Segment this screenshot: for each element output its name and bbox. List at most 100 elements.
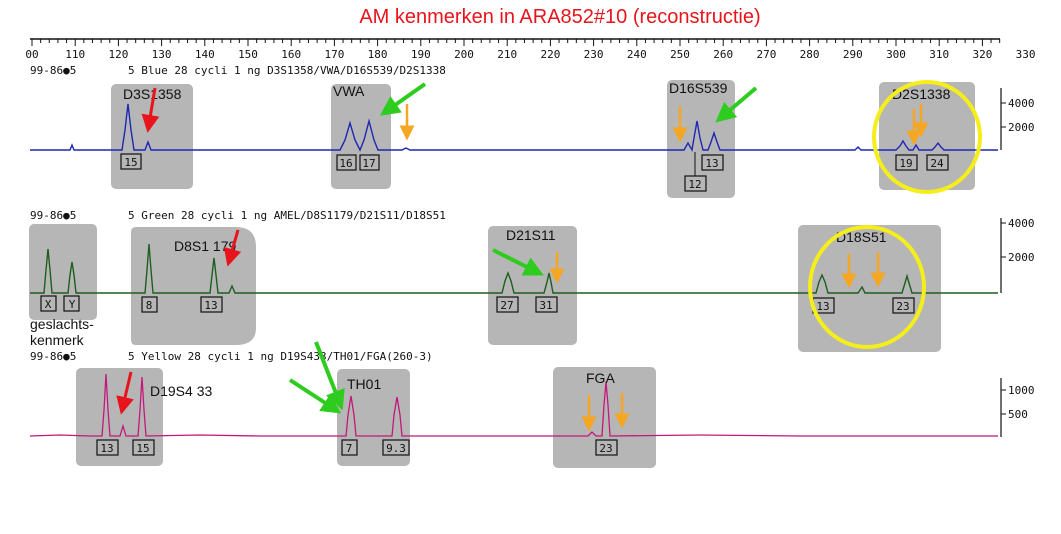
allele-box xyxy=(96,439,119,456)
axis-tick-label: 170 xyxy=(324,48,344,61)
red-arrow xyxy=(116,371,134,415)
green-arrow xyxy=(715,86,758,123)
figure-title: AM kenmerken in ARA852#10 (reconstructie… xyxy=(359,6,761,28)
allele-label: 23 xyxy=(896,300,909,313)
axis-tick-label: 250 xyxy=(670,48,690,61)
allele-call: 13 xyxy=(200,296,223,313)
allele-box xyxy=(892,297,915,314)
panel-yellow-id: 99-86●5 xyxy=(30,350,76,363)
locus-box-fga xyxy=(553,367,656,468)
locus-box-d21s11 xyxy=(488,226,577,345)
allele-label: 9.3 xyxy=(386,442,406,455)
scale-label: 2000 xyxy=(1008,251,1035,264)
scale-label: 1000 xyxy=(1008,384,1035,397)
axis-tick-label: 280 xyxy=(800,48,820,61)
scale-yellow: 1000 500 xyxy=(1000,378,1035,437)
allele-call: 12 xyxy=(684,152,707,192)
locus-label-d2s1338: D2S1338 xyxy=(892,86,951,102)
allele-label: 7 xyxy=(346,442,353,455)
panel-yellow: 99-86●5 5 Yellow 28 cycli 1 ng D19S433/T… xyxy=(29,350,1035,468)
allele-label: 31 xyxy=(539,299,552,312)
scale-blue: 4000 2000 xyxy=(1000,88,1035,150)
locus-label-d21s11: D21S11 xyxy=(506,227,556,243)
allele-call: X xyxy=(40,295,57,312)
allele-call: 23 xyxy=(892,297,915,314)
allele-label: X xyxy=(45,298,52,311)
locus-label-d3s1358: D3S1358 xyxy=(123,86,182,102)
green-arrow xyxy=(288,378,342,414)
locus-label-d19s433: D19S4 33 xyxy=(150,383,212,399)
allele-call: 31 xyxy=(535,296,558,313)
panel-blue-id: 99-86●5 xyxy=(30,64,76,77)
allele-box xyxy=(200,296,223,313)
allele-label: 23 xyxy=(599,442,612,455)
panel-yellow-header: 5 Yellow 28 cycli 1 ng D19S433/TH01/FGA(… xyxy=(128,350,433,363)
axis-tick-label: 140 xyxy=(195,48,215,61)
locus-label-th01: TH01 xyxy=(347,376,381,392)
axis-tick-label: 00 xyxy=(25,48,38,61)
allele-label: 19 xyxy=(899,157,912,170)
locus-label-d18s51: D18S51 xyxy=(836,229,887,245)
allele-call: 16 xyxy=(336,154,357,171)
locus-label-fga: FGA xyxy=(586,370,615,386)
trace-blue xyxy=(30,103,998,153)
allele-label: 17 xyxy=(362,157,375,170)
sex-marker-note-line1: geslachts- xyxy=(30,316,94,332)
scale-label: 2000 xyxy=(1008,121,1035,134)
allele-label: 16 xyxy=(339,157,352,170)
green-arrow xyxy=(492,248,544,276)
scale-green: 4000 2000 xyxy=(1000,217,1035,293)
highlight-circle-d2s1338 xyxy=(872,80,982,194)
allele-label: 13 xyxy=(705,157,718,170)
allele-label: 15 xyxy=(124,156,137,169)
axis-tick-label: 130 xyxy=(152,48,172,61)
allele-box xyxy=(595,439,618,456)
allele-box xyxy=(341,439,358,456)
allele-label: Y xyxy=(69,298,76,311)
allele-call: 15 xyxy=(132,439,155,456)
locus-label-d8s1179: D8S1 179 xyxy=(174,238,236,254)
red-arrow xyxy=(223,229,242,267)
green-arrow xyxy=(314,341,345,411)
allele-box xyxy=(132,439,155,456)
allele-call: 15 xyxy=(120,153,142,170)
axis-tick-label: 110 xyxy=(65,48,85,61)
axis-tick-label: 180 xyxy=(368,48,388,61)
allele-box xyxy=(120,153,142,170)
allele-call: 13 xyxy=(96,439,119,456)
locus-box-d3s1358 xyxy=(111,84,193,189)
allele-box xyxy=(382,439,410,456)
allele-label: 13 xyxy=(204,299,217,312)
allele-call: 23 xyxy=(595,439,618,456)
allele-label: 8 xyxy=(146,299,153,312)
axis-tick-label: 120 xyxy=(108,48,128,61)
allele-call: 27 xyxy=(496,296,519,313)
axis-tick-label: 200 xyxy=(454,48,474,61)
locus-box-vwa xyxy=(331,84,391,189)
allele-call: 24 xyxy=(926,154,949,171)
allele-box xyxy=(40,295,57,312)
axis-tick-label: 160 xyxy=(281,48,301,61)
allele-box xyxy=(701,154,724,171)
allele-call: Y xyxy=(63,295,80,312)
axis-tick-label: 220 xyxy=(540,48,560,61)
axis-tick-label: 310 xyxy=(929,48,949,61)
allele-call: 13 xyxy=(701,154,724,171)
annotation-arrows xyxy=(116,82,929,432)
axis-tick-label: 190 xyxy=(411,48,431,61)
allele-box xyxy=(535,296,558,313)
axis-tick-label: 330 xyxy=(1016,48,1036,61)
allele-box xyxy=(141,296,158,313)
trace-yellow xyxy=(29,373,998,437)
allele-call: 7 xyxy=(341,439,358,456)
axis-tick-label: 230 xyxy=(584,48,604,61)
allele-label: 13 xyxy=(816,300,829,313)
axis-tick-label: 270 xyxy=(756,48,776,61)
axis-ticks xyxy=(31,39,1001,46)
panel-green-id: 99-86●5 xyxy=(30,209,76,222)
locus-box-d18s51 xyxy=(798,225,941,352)
allele-label: 27 xyxy=(500,299,513,312)
